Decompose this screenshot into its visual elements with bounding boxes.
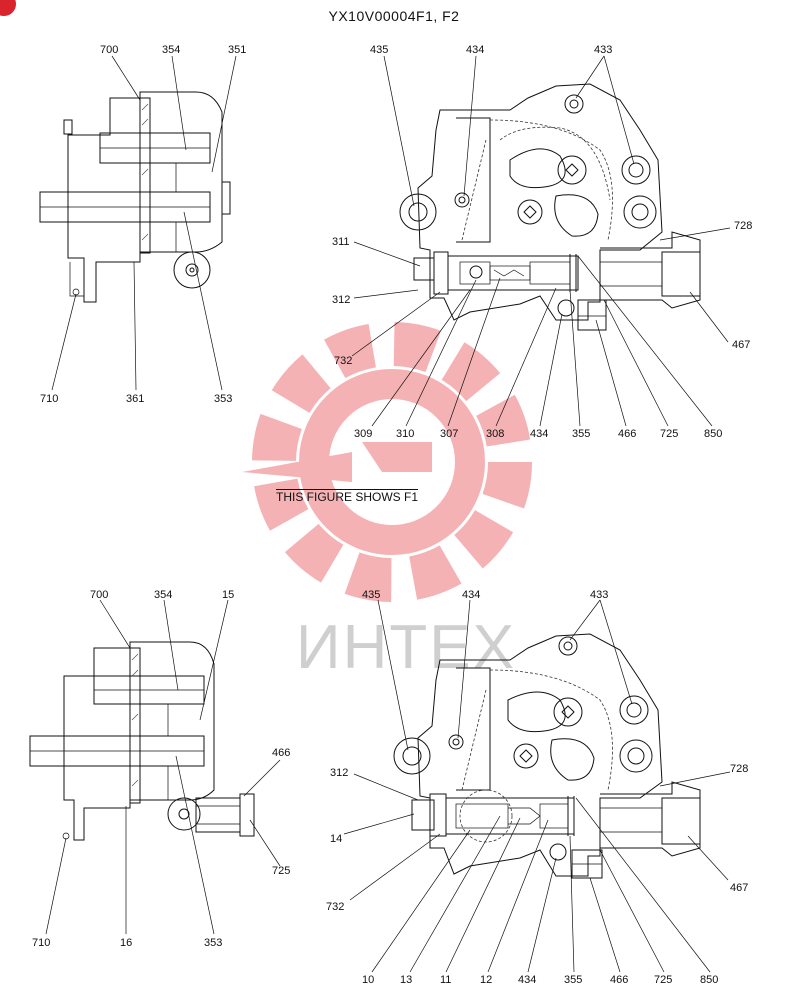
top-left-labels: 700 354 351 710 361 353 — [40, 44, 246, 405]
svg-text:850: 850 — [700, 974, 718, 986]
svg-text:353: 353 — [204, 937, 222, 949]
top-right-leaders — [351, 55, 731, 427]
bottom-left-labels: 700 354 15 466 725 710 16 353 — [32, 589, 290, 949]
svg-text:354: 354 — [162, 44, 180, 56]
svg-text:434: 434 — [530, 428, 548, 440]
svg-text:11: 11 — [440, 974, 451, 986]
svg-text:466: 466 — [618, 428, 636, 440]
svg-text:728: 728 — [730, 763, 748, 775]
top-left-leaders — [51, 55, 237, 391]
svg-text:710: 710 — [40, 393, 58, 405]
top-right-labels: 435 434 433 728 311 312 467 732 309 310 … — [332, 44, 752, 440]
svg-text:307: 307 — [440, 428, 458, 440]
svg-text:311: 311 — [332, 236, 350, 248]
top-left-pump-view — [39, 91, 231, 303]
bottom-left-pump-view — [29, 641, 255, 841]
page-title: YX10V00004F1, F2 — [328, 8, 460, 24]
svg-text:12: 12 — [480, 974, 492, 986]
svg-text:725: 725 — [654, 974, 672, 986]
svg-text:310: 310 — [396, 428, 414, 440]
svg-text:10: 10 — [362, 974, 374, 986]
svg-text:434: 434 — [518, 974, 536, 986]
svg-text:433: 433 — [590, 589, 608, 601]
svg-text:700: 700 — [90, 589, 108, 601]
svg-text:434: 434 — [462, 589, 480, 601]
svg-text:361: 361 — [126, 393, 144, 405]
svg-text:16: 16 — [120, 937, 132, 949]
figure-caption: THIS FIGURE SHOWS F1 — [276, 490, 419, 504]
svg-text:433: 433 — [594, 44, 612, 56]
svg-text:466: 466 — [610, 974, 628, 986]
svg-text:15: 15 — [222, 589, 234, 601]
svg-text:467: 467 — [730, 882, 748, 894]
bottom-left-leaders — [45, 599, 281, 935]
svg-text:850: 850 — [704, 428, 722, 440]
bottom-right-leaders — [343, 599, 731, 973]
svg-text:353: 353 — [214, 393, 232, 405]
svg-text:308: 308 — [486, 428, 504, 440]
svg-text:725: 725 — [272, 865, 290, 877]
svg-text:354: 354 — [154, 589, 172, 601]
svg-text:309: 309 — [354, 428, 372, 440]
svg-text:355: 355 — [572, 428, 590, 440]
watermark-gear-icon — [242, 322, 532, 602]
svg-text:351: 351 — [228, 44, 246, 56]
svg-text:466: 466 — [272, 747, 290, 759]
svg-text:728: 728 — [734, 220, 752, 232]
bottom-right-valve-view — [393, 633, 701, 879]
svg-text:725: 725 — [660, 428, 678, 440]
top-right-valve-view — [399, 83, 701, 331]
svg-text:312: 312 — [330, 767, 348, 779]
svg-text:732: 732 — [334, 355, 352, 367]
svg-text:355: 355 — [564, 974, 582, 986]
watermark-text: ИНТЕХ — [296, 613, 516, 682]
svg-text:13: 13 — [400, 974, 412, 986]
svg-text:312: 312 — [332, 294, 350, 306]
svg-text:710: 710 — [32, 937, 50, 949]
svg-text:700: 700 — [100, 44, 118, 56]
svg-text:467: 467 — [732, 339, 750, 351]
svg-text:14: 14 — [330, 833, 342, 845]
svg-text:434: 434 — [466, 44, 484, 56]
corner-badge — [0, 0, 16, 16]
svg-text:435: 435 — [362, 589, 380, 601]
svg-text:732: 732 — [326, 901, 344, 913]
bottom-right-labels: 435 434 433 312 728 14 467 732 10 13 11 … — [326, 589, 748, 986]
svg-text:435: 435 — [370, 44, 388, 56]
